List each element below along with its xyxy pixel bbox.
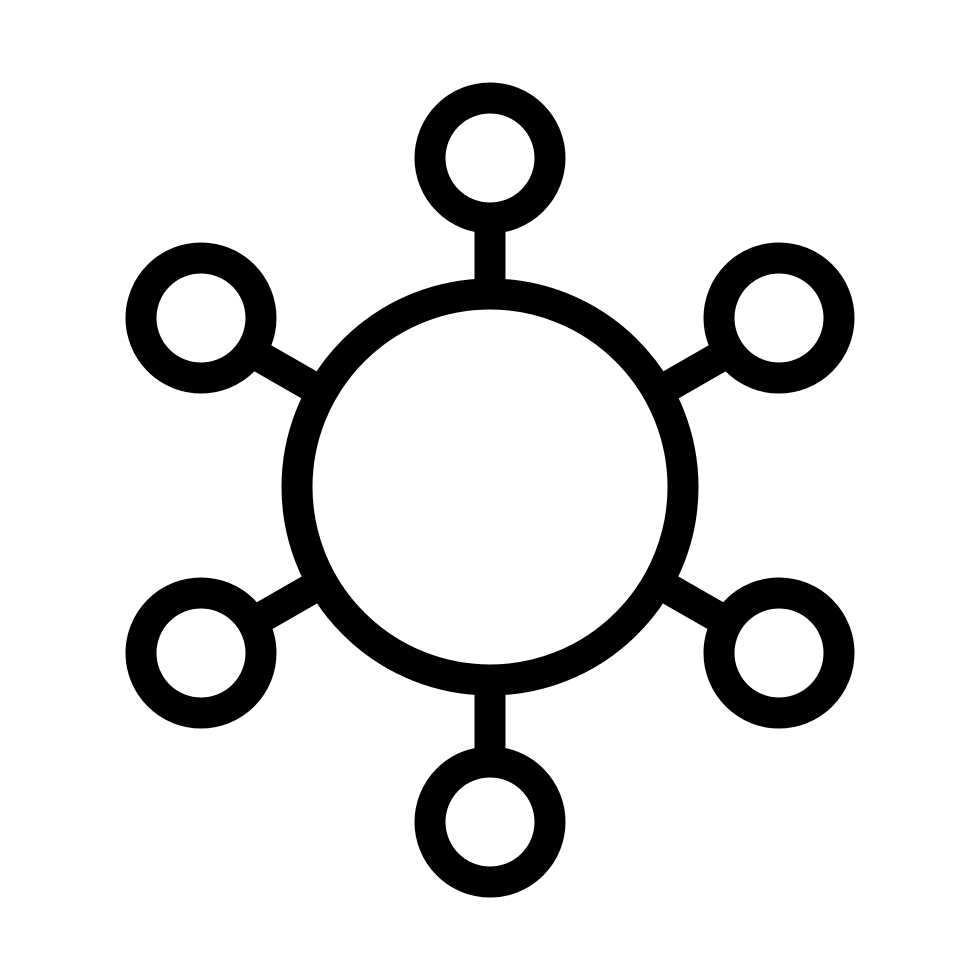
connector-lower-right <box>654 571 731 634</box>
hub-circle <box>281 278 699 696</box>
node-bottom <box>414 746 566 898</box>
connector-upper-right <box>654 341 731 404</box>
node-upper-left <box>125 242 277 394</box>
connector-lower-left <box>249 571 326 634</box>
connector-upper-left <box>249 341 326 404</box>
node-lower-right <box>703 577 855 729</box>
node-upper-right <box>703 242 855 394</box>
node-top <box>414 82 566 234</box>
node-lower-left <box>125 577 277 729</box>
